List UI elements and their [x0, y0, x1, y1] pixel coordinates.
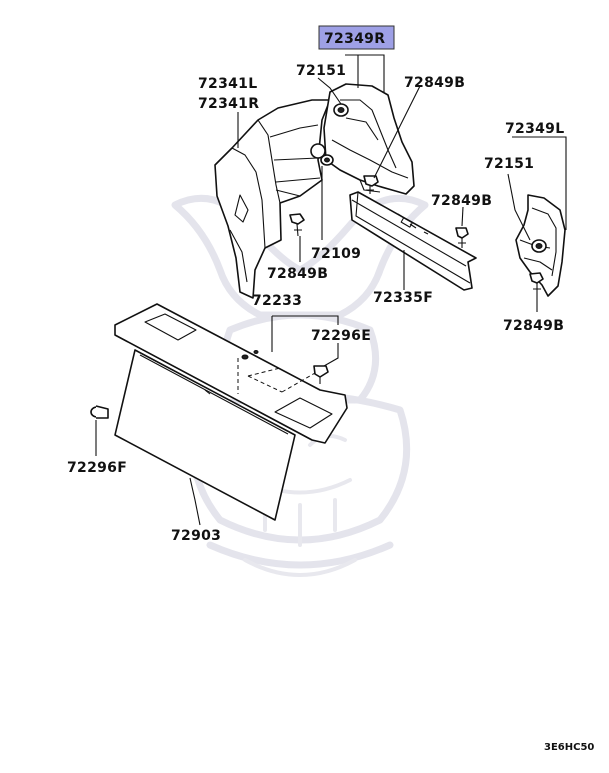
- label-72296E[interactable]: 72296E: [311, 328, 371, 344]
- clip-72849B-right: [529, 272, 544, 294]
- highlight-box: [318, 25, 395, 50]
- label-72233[interactable]: 72233: [252, 293, 302, 309]
- clip-72849B-top: [363, 175, 379, 194]
- clip-72849B-mid: [455, 227, 469, 248]
- board-72903: [114, 349, 296, 521]
- label-72349L[interactable]: 72349L: [505, 121, 564, 137]
- label-72296F[interactable]: 72296F: [67, 460, 127, 476]
- clip-72151-left: [333, 103, 349, 117]
- clip-72151-right: [531, 239, 547, 253]
- label-72341R[interactable]: 72341R: [198, 96, 259, 112]
- label-72151-left[interactable]: 72151: [296, 63, 346, 79]
- label-72849B-left[interactable]: 72849B: [267, 266, 328, 282]
- label-72849B-top[interactable]: 72849B: [404, 75, 465, 91]
- label-72109[interactable]: 72109: [311, 246, 361, 262]
- package-tray-72233: [114, 303, 348, 444]
- label-72903[interactable]: 72903: [171, 528, 221, 544]
- label-72349R[interactable]: 72349R: [324, 31, 385, 47]
- label-72341L[interactable]: 72341L: [198, 76, 257, 92]
- clip-72296E: [313, 365, 329, 384]
- label-72151-right[interactable]: 72151: [484, 156, 534, 172]
- rear-panel-72335F: [349, 191, 477, 291]
- clip-72296F: [90, 405, 109, 419]
- grommet-72109: [310, 143, 334, 166]
- side-trim-panel-72341: [214, 99, 331, 299]
- leader-lines: [95, 54, 567, 526]
- label-72335F[interactable]: 72335F: [373, 290, 433, 306]
- footer-code: 3E6HC50: [544, 742, 594, 753]
- label-72849B-right[interactable]: 72849B: [503, 318, 564, 334]
- clip-72849B-left: [289, 213, 305, 237]
- label-72849B-mid[interactable]: 72849B: [431, 193, 492, 209]
